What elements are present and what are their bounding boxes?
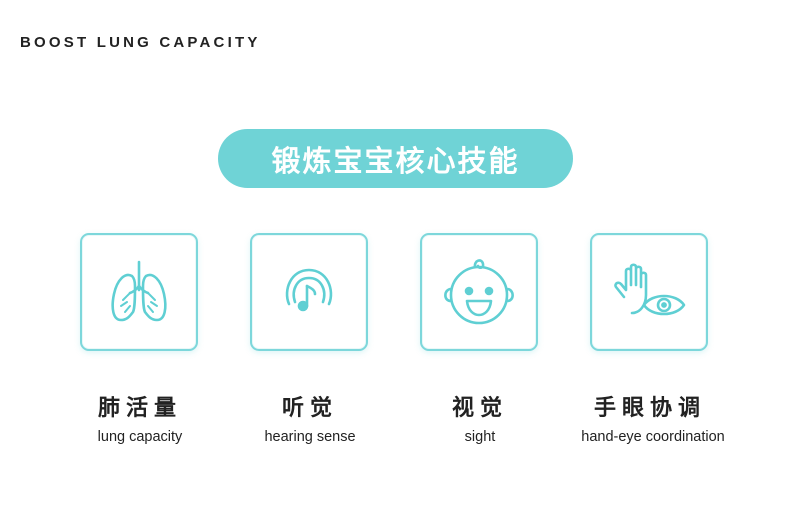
label-en-hearing-sense: hearing sense bbox=[264, 429, 356, 445]
card-hand-eye-coordination bbox=[590, 233, 708, 351]
headphones-music-icon bbox=[285, 268, 333, 312]
hand-eye-icon bbox=[614, 263, 686, 316]
label-cn-lung-capacity: 肺活量 bbox=[97, 396, 182, 421]
page-title: BOOST LUNG CAPACITY bbox=[20, 34, 261, 51]
baby-face-icon bbox=[444, 259, 514, 325]
card-hearing-sense bbox=[250, 233, 368, 351]
lungs-icon bbox=[111, 260, 167, 322]
skills-banner: 锻炼宝宝核心技能 bbox=[218, 129, 573, 188]
label-en-hand-eye: hand-eye coordination bbox=[581, 429, 725, 445]
card-lung-capacity bbox=[80, 233, 198, 351]
label-en-lung-capacity: lung capacity bbox=[97, 429, 183, 445]
banner-text: 锻炼宝宝核心技能 bbox=[271, 143, 520, 178]
label-cn-hearing-sense: 听觉 bbox=[281, 396, 338, 421]
label-en-sight: sight bbox=[464, 429, 496, 445]
label-cn-sight: 视觉 bbox=[451, 396, 508, 421]
card-sight bbox=[420, 233, 538, 351]
label-cn-hand-eye: 手眼协调 bbox=[593, 396, 706, 421]
